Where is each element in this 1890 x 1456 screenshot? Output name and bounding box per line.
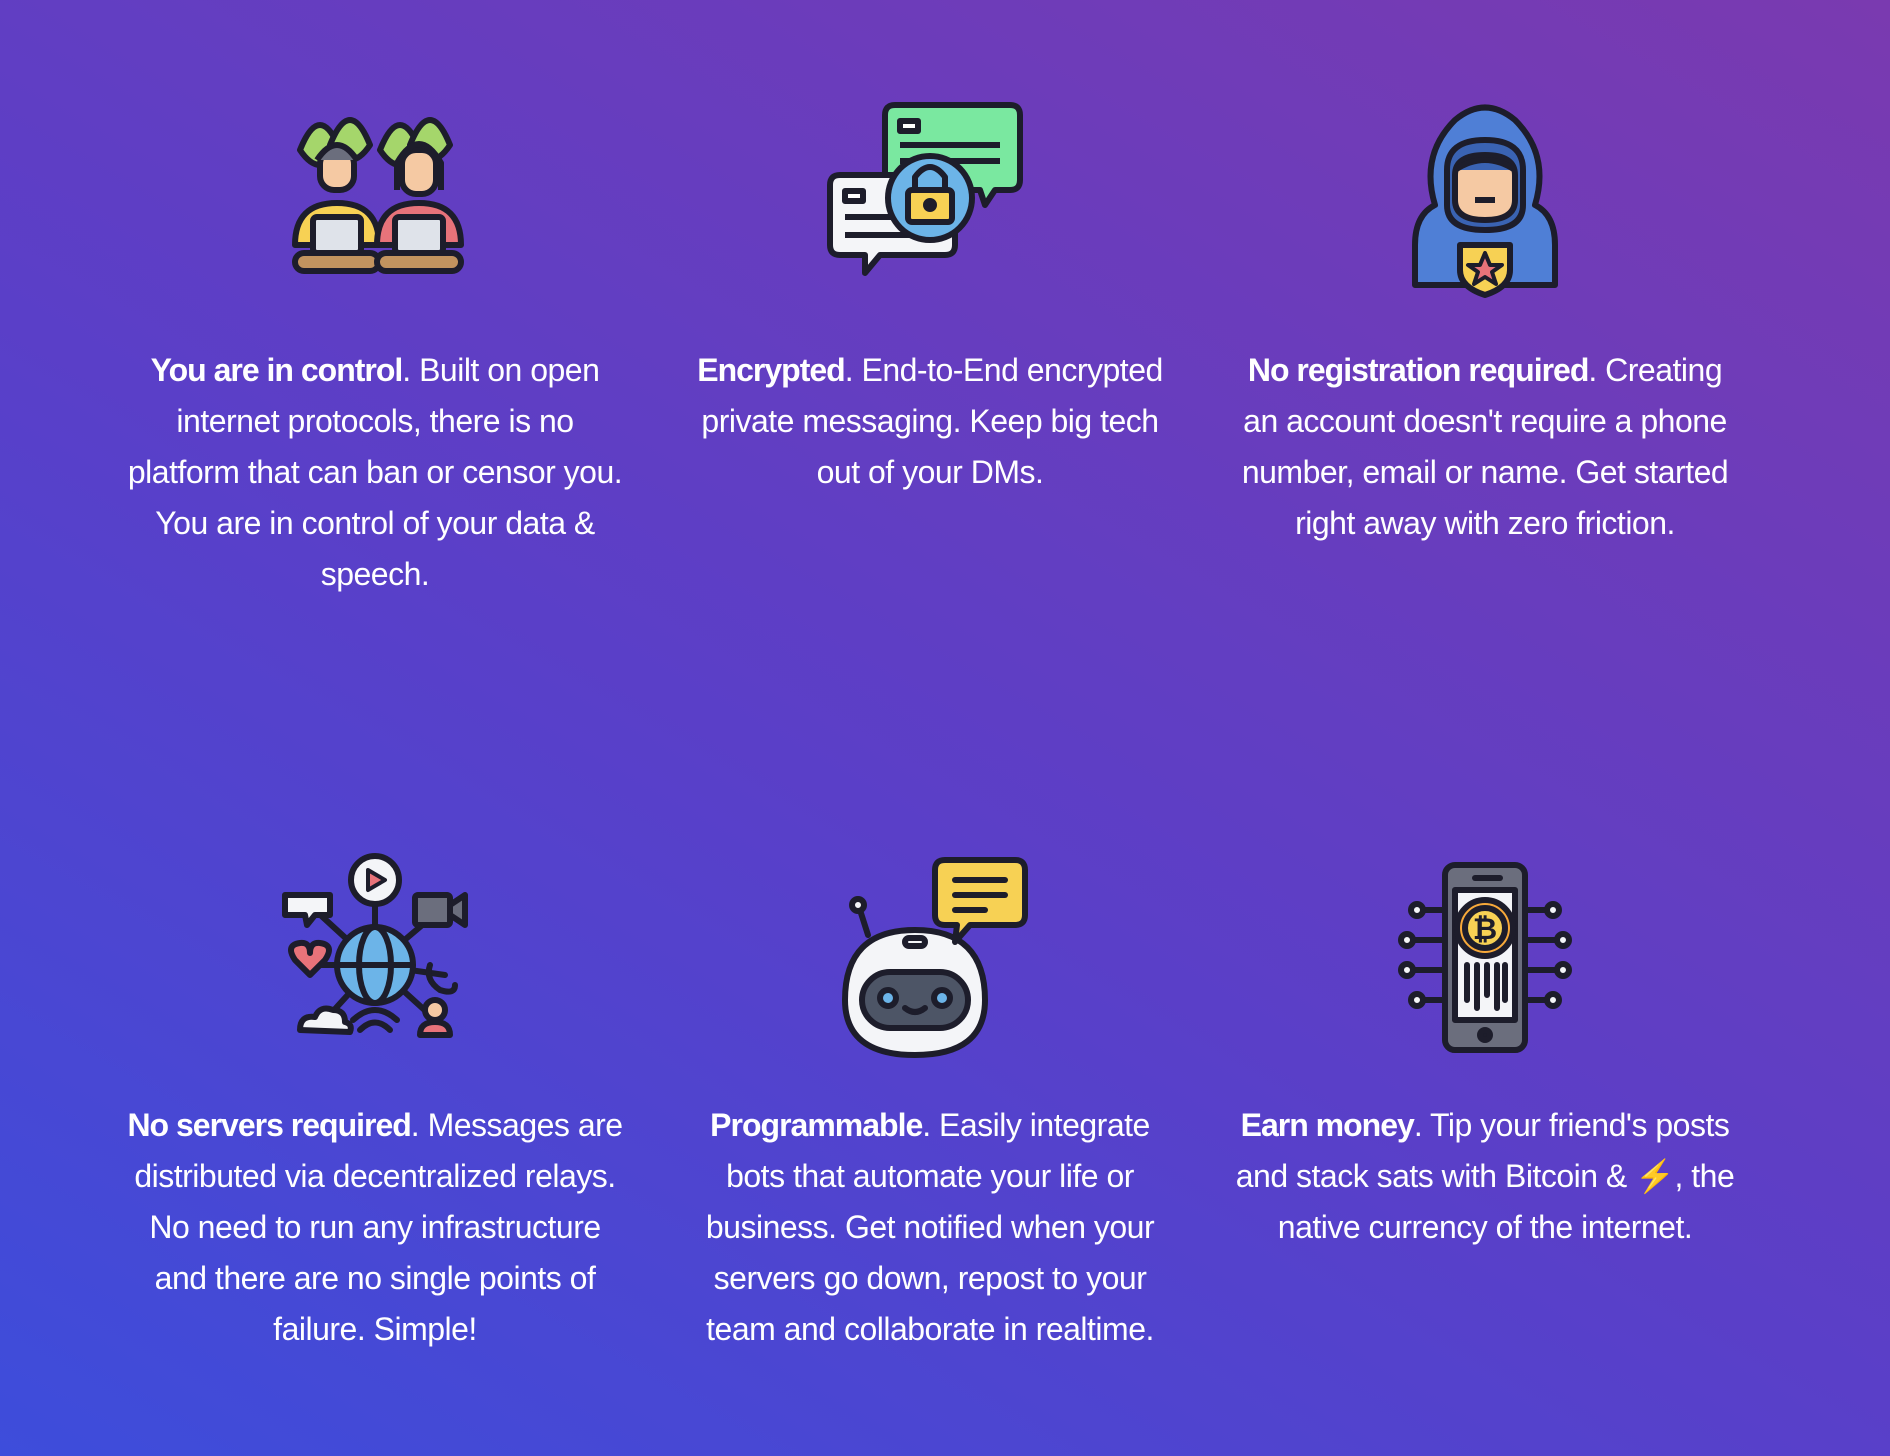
feature-title: No registration required <box>1247 352 1589 388</box>
feature-body: End-to-End encrypted private messaging. … <box>701 352 1163 490</box>
feature-text-encrypted: Encrypted. End-to-End encrypted private … <box>697 352 1163 490</box>
feature-body: Tip your friend's posts and stack sats w… <box>1235 1107 1735 1245</box>
feature-text-registration: No registration required. Creating an ac… <box>1241 352 1729 541</box>
robot-chat-icon <box>820 850 1040 1070</box>
network-globe-icon <box>265 850 485 1070</box>
people-with-laptops-icon <box>265 95 485 315</box>
bitcoin-phone-icon: ₿ <box>1375 850 1595 1070</box>
feature-title: Programmable <box>710 1107 923 1143</box>
feature-text-programmable: Programmable. Easily integrate bots that… <box>705 1107 1155 1347</box>
feature-title: You are in control <box>150 352 404 388</box>
anonymous-hoodie-icon <box>1375 95 1595 315</box>
feature-text-control: You are in control. Built on open intern… <box>127 352 623 592</box>
encrypted-chat-icon <box>820 95 1040 315</box>
feature-body: Easily integrate bots that automate your… <box>705 1107 1155 1347</box>
feature-title: No servers required <box>127 1107 411 1143</box>
feature-body: Creating an account doesn't require a ph… <box>1241 352 1729 541</box>
feature-text-earn: Earn money. Tip your friend's posts and … <box>1235 1107 1735 1245</box>
feature-title: Encrypted <box>697 352 845 388</box>
feature-text-servers: No servers required. Messages are distri… <box>127 1107 623 1347</box>
feature-body: Built on open internet protocols, there … <box>127 352 623 592</box>
feature-title: Earn money <box>1240 1107 1415 1143</box>
feature-body: Messages are distributed via decentraliz… <box>134 1107 623 1347</box>
svg-text:₿: ₿ <box>1473 912 1497 947</box>
